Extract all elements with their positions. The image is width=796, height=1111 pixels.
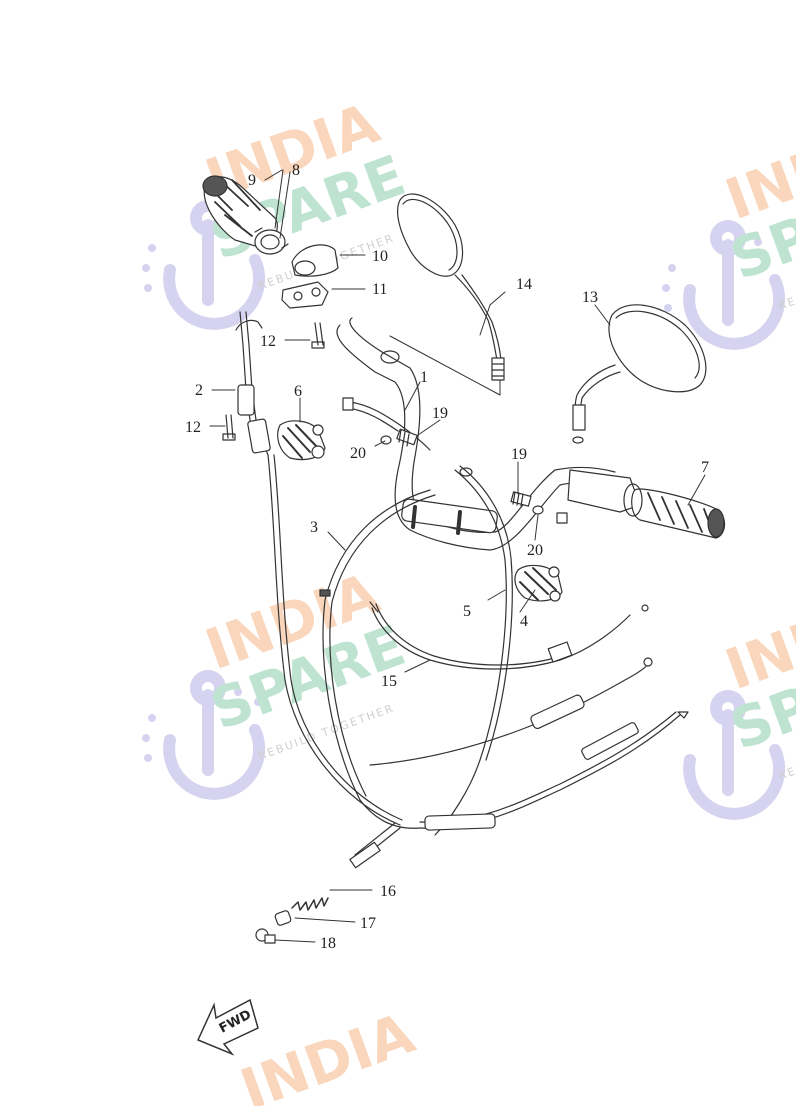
callout-14: 14 [516,276,532,293]
callout-18: 18 [320,935,336,952]
callout-4: 4 [520,613,528,630]
callout-17: 17 [360,915,376,932]
throttle-cable-upper [235,311,271,456]
adjust-nut [255,928,276,944]
callout-20-left: 20 [350,445,366,462]
lever-holder-right [514,564,563,602]
callout-2: 2 [195,382,203,399]
callout-16: 16 [380,883,396,900]
wrench-logo-icon [163,670,266,800]
wrench-logo-icon [683,220,786,350]
throttle-cable-loop [267,454,436,829]
forward-direction-arrow: FWD [196,998,259,1056]
adjuster-19-right [510,491,532,507]
grip-collar [254,227,289,255]
callout-5: 5 [463,603,471,620]
brake-cable [434,465,513,836]
screw-lower [222,414,236,441]
holder-lower [281,281,329,309]
callout-3: 3 [310,519,318,536]
arrow-icon [196,998,259,1056]
adjuster-19-left [396,428,418,447]
right-grip [567,469,726,539]
callout-12-upper: 12 [260,333,276,350]
screw-upper [311,322,325,349]
callout-8: 8 [292,162,300,179]
collar [274,910,292,926]
callout-13: 13 [582,289,598,306]
watermark-bottom: INDIA [233,1001,423,1111]
callout-9: 9 [248,172,256,189]
callout-15: 15 [381,673,397,690]
mirror-right [572,304,707,431]
cable-15 [369,601,649,670]
callout-7: 7 [701,459,709,476]
callout-12-lower: 12 [185,419,201,436]
callout-10: 10 [372,248,388,265]
spring [291,897,329,911]
callout-numbers: 1 2 3 4 5 6 7 8 9 10 11 12 12 13 14 15 1… [185,162,709,952]
callout-19-right: 19 [511,446,527,463]
leader-lines [209,169,706,943]
watermark-top-right: INDIA SPARE REBUILD TOGETHER [662,111,796,350]
wrench-logo-icon [683,690,786,820]
watermark-india: INDIA [233,1001,423,1106]
locknut-20-right [532,505,568,524]
callout-6: 6 [294,383,302,400]
callout-20-right: 20 [527,542,543,559]
mirror-left [397,193,505,381]
cable-1 [342,397,431,451]
holder-upper [291,244,339,277]
watermark-middle-right: INDIA SPARE REBUILD TOGETHER [683,581,796,820]
callout-1: 1 [420,369,428,386]
lower-cables [349,657,689,869]
callout-19-left: 19 [432,405,448,422]
lever-holder-left [277,420,326,461]
callout-11: 11 [372,281,387,298]
